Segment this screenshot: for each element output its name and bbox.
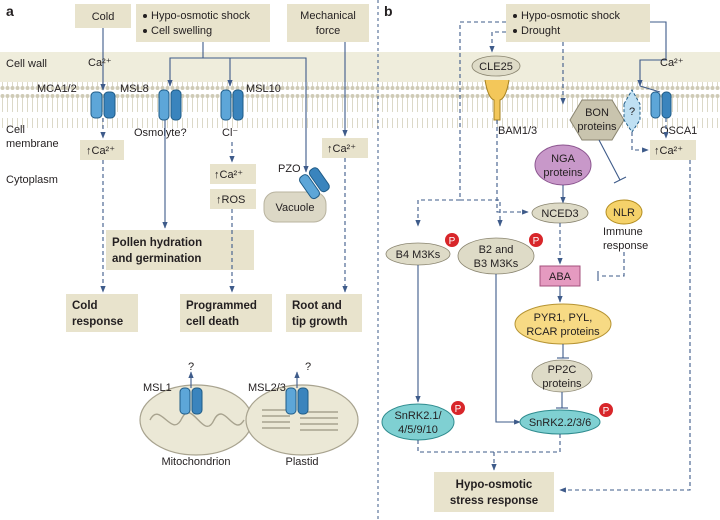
snrk-a-label-1: SnRK2.1/	[394, 410, 442, 422]
phospho-label: P	[603, 406, 610, 417]
aba-label: ABA	[549, 271, 572, 283]
osca-label: OSCA1	[660, 125, 697, 137]
mechanical-label: Mechanical	[300, 10, 356, 22]
nlr-node	[605, 199, 643, 225]
panel-a-label: a	[6, 3, 14, 19]
pyr-label-2: RCAR proteins	[526, 326, 600, 338]
cold-response-label-1: Cold	[72, 300, 98, 312]
msl8-channel	[158, 89, 182, 121]
bullet-icon	[513, 29, 517, 33]
cell-swelling-label: Cell swelling	[151, 25, 212, 37]
bullet-icon	[143, 14, 147, 18]
cold-stimulus-label: Cold	[92, 11, 115, 23]
cell-membrane-label-1: Cell	[6, 124, 25, 136]
msl1-label: MSL1	[143, 382, 172, 394]
osca1-channel	[650, 91, 672, 119]
hypo-osmotic-label: Hypo-osmotic shock	[151, 10, 251, 22]
phospho-label: P	[533, 236, 540, 247]
b2b3-label-1: B2 and	[479, 244, 514, 256]
pyr-pyl-rcar-proteins	[514, 303, 612, 345]
hypo-drought-stimulus-box	[506, 4, 650, 42]
hypo-osmotic-stimulus-box	[136, 4, 270, 42]
immune-label-2: response	[603, 240, 648, 252]
mitochondrion-label: Mitochondrion	[161, 456, 230, 468]
b2b3-label-2: B3 M3Ks	[474, 258, 519, 270]
msl8-label: MSL8	[120, 83, 149, 95]
pzo-label: PZO	[278, 163, 301, 175]
osmolyte-label: Osmolyte?	[134, 127, 187, 139]
ros-label: ↑ROS	[216, 194, 245, 206]
nlr-label: NLR	[613, 207, 635, 219]
cold-stimulus-box	[75, 4, 131, 28]
pollen-label-1: Pollen hydration	[112, 237, 202, 249]
pyr-label-1: PYR1, PYL,	[534, 312, 593, 324]
msl1-question: ?	[188, 361, 194, 373]
bam-label: BAM1/3	[498, 125, 537, 137]
bullet-icon	[143, 29, 147, 33]
immune-label-1: Immune	[603, 226, 643, 238]
cytoplasm-label: Cytoplasm	[6, 174, 58, 186]
nga-proteins	[534, 144, 592, 186]
cold-response-label-2: response	[72, 316, 123, 328]
mechanical-force-box	[287, 4, 369, 42]
nga-label-1: NGA	[551, 153, 576, 165]
nced3-label: NCED3	[541, 208, 578, 220]
force-label: force	[316, 25, 340, 37]
cell-membrane-label-2: membrane	[6, 138, 59, 150]
ca-entry-label: Ca²⁺	[88, 57, 112, 69]
ca-increase-label-mech: ↑Ca²⁺	[327, 143, 356, 155]
pp2c-label-1: PP2C	[548, 364, 577, 376]
pzo-channel	[299, 167, 330, 200]
msl10-channel	[220, 89, 244, 121]
mca-label: MCA1/2	[37, 83, 77, 95]
chloride-label: Cl⁻	[222, 127, 238, 139]
hypo-response-label-1: Hypo-osmotic	[456, 479, 533, 491]
cell-wall-band	[0, 52, 720, 82]
root-growth-label-1: Root and	[292, 300, 342, 312]
cell-wall-label: Cell wall	[6, 58, 47, 70]
b-ca-increase-label: ↑Ca²⁺	[654, 145, 683, 157]
msl10-label: MSL10	[246, 83, 281, 95]
msl23-label: MSL2/3	[248, 382, 286, 394]
b4-m3ks-label: B4 M3Ks	[396, 249, 441, 261]
phospho-label: P	[449, 236, 456, 247]
phospho-label: P	[455, 404, 462, 415]
hypo-response-label-2: stress response	[450, 495, 538, 507]
pollen-label-2: and germination	[112, 253, 201, 265]
b-drought-label: Drought	[521, 25, 560, 37]
phospho-badge	[599, 403, 613, 417]
bullet-icon	[513, 14, 517, 18]
unknown-channel-label: ?	[629, 106, 635, 118]
cle25-label: CLE25	[479, 61, 513, 73]
unknown-channel	[623, 88, 641, 133]
programmed-death-label-1: Programmed	[186, 300, 257, 312]
plastid	[245, 384, 359, 456]
msl23-question: ?	[305, 361, 311, 373]
phospho-badge	[451, 401, 465, 415]
vacuole	[263, 191, 327, 223]
phospho-badge	[529, 233, 543, 247]
mitochondrion	[139, 384, 253, 456]
bon-proteins-hexagon	[569, 99, 625, 141]
bon-label-1: BON	[585, 107, 609, 119]
phospho-badge	[445, 233, 459, 247]
b-ca-entry-label: Ca²⁺	[660, 57, 684, 69]
plastid-label: Plastid	[285, 456, 318, 468]
pp2c-label-2: proteins	[542, 378, 582, 390]
nga-label-2: proteins	[543, 167, 583, 179]
vacuole-label: Vacuole	[276, 202, 315, 214]
snrk-b-label: SnRK2.2/3/6	[529, 417, 591, 429]
ca-increase-label-mca: ↑Ca²⁺	[86, 145, 115, 157]
bon-label-2: proteins	[577, 121, 617, 133]
ca-increase-label-msl10: ↑Ca²⁺	[214, 169, 243, 181]
root-growth-label-2: tip growth	[292, 316, 348, 328]
cle25-node	[471, 55, 521, 77]
panel-b-label: b	[384, 3, 393, 19]
b-hypo-label: Hypo-osmotic shock	[521, 10, 621, 22]
snrk-a-label-2: 4/5/9/10	[398, 424, 438, 436]
mca-channel	[90, 91, 116, 119]
programmed-death-label-2: cell death	[186, 316, 239, 328]
